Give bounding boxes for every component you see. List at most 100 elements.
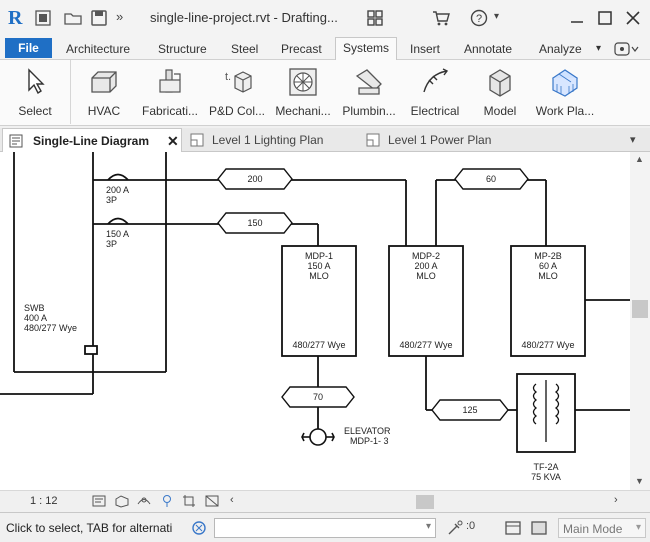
- tab-level1-lighting-plan[interactable]: Level 1 Lighting Plan: [188, 128, 358, 152]
- mechanical-button[interactable]: Mechani...: [271, 60, 335, 124]
- tag-125-label: 125: [462, 405, 477, 415]
- close-icon[interactable]: [624, 9, 642, 27]
- help-icon[interactable]: ?: [470, 9, 488, 27]
- vertical-scrollbar[interactable]: ▲ ▼: [630, 152, 650, 490]
- work-plane-label: Work Pla...: [535, 104, 595, 118]
- workset-dropdown[interactable]: ▾: [214, 518, 436, 538]
- sun-path-icon[interactable]: [136, 494, 152, 508]
- light-bulb-icon[interactable]: [162, 494, 172, 508]
- duct-icon: [91, 71, 117, 93]
- select-label: Select: [18, 104, 52, 118]
- scroll-up-icon[interactable]: ▲: [635, 154, 644, 164]
- horizontal-scroll-thumb[interactable]: [416, 495, 434, 509]
- electrical-button[interactable]: Electrical: [403, 60, 467, 124]
- svg-text:?: ?: [476, 13, 482, 25]
- pd-collections-button[interactable]: t. P&D Col...: [204, 60, 270, 124]
- show-crop-icon[interactable]: [204, 494, 220, 508]
- workset-icon[interactable]: [190, 519, 208, 537]
- scroll-right-icon[interactable]: ›: [614, 494, 618, 506]
- tab-level1-lighting-plan-label: Level 1 Lighting Plan: [212, 133, 324, 147]
- app-logo-icon[interactable]: R: [8, 7, 23, 29]
- tag-125: [431, 399, 509, 421]
- tab-insert[interactable]: Insert: [410, 42, 441, 56]
- close-tab-icon[interactable]: ✕: [167, 133, 179, 149]
- cart-icon[interactable]: [432, 9, 450, 27]
- view-tab-bar: Single-Line Diagram ✕ Level 1 Lighting P…: [0, 128, 650, 152]
- mdp2-rating: 200 A: [414, 261, 437, 271]
- design-options-icon[interactable]: [504, 519, 522, 537]
- tab-annotate[interactable]: Annotate: [464, 42, 513, 56]
- ribbon-panel: Select HVAC Fabricati... t. P&D Col... M…: [0, 60, 650, 126]
- plumbing-button[interactable]: Plumbin...: [336, 60, 402, 124]
- mp2b-rating: 60 A: [539, 261, 557, 271]
- visual-style-icon[interactable]: [114, 494, 130, 508]
- drafting-view-icon: [9, 134, 23, 148]
- scroll-left-icon[interactable]: ‹: [230, 494, 234, 506]
- home-icon[interactable]: [34, 9, 52, 27]
- tab-precast[interactable]: Precast: [281, 42, 322, 56]
- model-cube-icon: [489, 69, 511, 97]
- view-control-bar: 1 : 12 ‹ ›: [0, 490, 650, 512]
- pd-collections-label: P&D Col...: [208, 104, 265, 118]
- open-icon[interactable]: [64, 9, 82, 27]
- tab-single-line-diagram[interactable]: Single-Line Diagram ✕: [2, 128, 182, 152]
- exclude-options-icon[interactable]: [530, 519, 548, 537]
- vertical-scroll-thumb[interactable]: [632, 300, 648, 318]
- mdp2-name: MDP-2: [412, 251, 440, 261]
- ribbon-divider: [70, 60, 71, 124]
- title-bar: R » single-line-project.rvt - Drafting..…: [0, 0, 650, 36]
- elevator-motor-symbol: [301, 428, 335, 446]
- model-button[interactable]: Model: [469, 60, 531, 124]
- maximize-icon[interactable]: [596, 9, 614, 27]
- tab-level1-power-plan-label: Level 1 Power Plan: [388, 133, 492, 147]
- main-mode-dropdown[interactable]: Main Mode ▾: [558, 518, 646, 538]
- more-chevrons-icon[interactable]: »: [116, 9, 124, 24]
- view-scale[interactable]: 1 : 12: [30, 495, 58, 507]
- editable-only-icon[interactable]: [446, 519, 464, 537]
- tab-architecture[interactable]: Architecture: [66, 42, 131, 56]
- save-icon[interactable]: [90, 9, 108, 27]
- breaker-200-rating: 200 A: [106, 185, 129, 195]
- tag-200-label: 200: [247, 174, 262, 184]
- detail-level-icon[interactable]: [92, 494, 106, 508]
- work-plane-button[interactable]: Work Pla...: [533, 60, 597, 124]
- floor-plan-icon: [366, 133, 380, 147]
- main-mode-arrow-icon: ▾: [635, 522, 641, 533]
- tab-analyze[interactable]: Analyze: [539, 42, 582, 56]
- panel-mp2b: [510, 245, 586, 357]
- tab-structure[interactable]: Structure: [158, 42, 207, 56]
- tab-steel[interactable]: Steel: [231, 42, 259, 56]
- tab-file[interactable]: File: [5, 38, 52, 58]
- switch-windows-icon[interactable]: [366, 9, 384, 27]
- crop-view-icon[interactable]: [182, 494, 196, 508]
- electrical-wire-icon: [423, 68, 449, 93]
- ribbon-display-icon[interactable]: [614, 42, 640, 56]
- electrical-label: Electrical: [410, 104, 460, 118]
- tabs-overflow-icon[interactable]: ▾: [596, 43, 602, 54]
- breaker-150-poles: 3P: [106, 239, 117, 249]
- mdp1-voltage: 480/277 Wye: [293, 340, 346, 350]
- tab-systems[interactable]: Systems: [335, 37, 397, 60]
- dropdown-arrow-icon: ▾: [425, 521, 431, 532]
- window-title: single-line-project.rvt - Drafting...: [150, 10, 338, 25]
- scroll-down-icon[interactable]: ▼: [635, 476, 644, 486]
- swb-main-breaker: [84, 345, 98, 355]
- mp2b-name: MP-2B: [534, 251, 562, 261]
- panel-mdp1: [281, 245, 357, 357]
- tab-level1-power-plan[interactable]: Level 1 Power Plan: [364, 128, 534, 152]
- mp2b-type: MLO: [538, 271, 558, 281]
- swb-rating: 400 A: [24, 313, 47, 323]
- mdp1-type: MLO: [309, 271, 329, 281]
- minimize-icon[interactable]: [568, 9, 586, 27]
- breaker-200-poles: 3P: [106, 195, 117, 205]
- drawing-canvas[interactable]: 200 A 3P 150 A 3P SWB 400 A 480/277 Wye …: [0, 152, 630, 490]
- help-dropdown-icon[interactable]: ▾: [494, 11, 500, 22]
- tag-70-label: 70: [313, 392, 323, 402]
- tag-60-label: 60: [486, 174, 496, 184]
- select-button[interactable]: Select: [0, 60, 70, 124]
- tag-150-label: 150: [247, 218, 262, 228]
- breaker-150-arc: [107, 217, 129, 225]
- tab-list-dropdown-icon[interactable]: ▾: [630, 134, 636, 146]
- hvac-button[interactable]: HVAC: [72, 60, 136, 124]
- fabrication-button[interactable]: Fabricati...: [137, 60, 203, 124]
